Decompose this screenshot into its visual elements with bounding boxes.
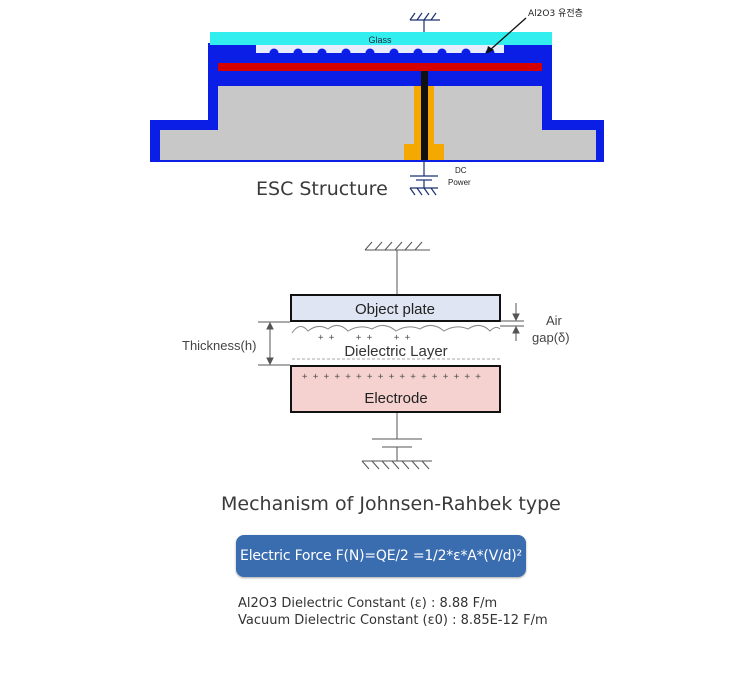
electrode-label: Electrode xyxy=(364,390,427,407)
chuck-base xyxy=(160,86,596,160)
air-gap-dimension xyxy=(500,303,524,341)
power-label: Power xyxy=(448,178,471,187)
al2o3-dielectric-constant: Al2O3 Dielectric Constant (ε) : 8.88 F/m xyxy=(238,596,498,611)
formula-text: Electric Force F(N)=QE/2 =1/2*ε*A*(V/d)² xyxy=(240,548,522,564)
dielectric-bumps xyxy=(269,48,495,58)
dielectric-layer-bar xyxy=(256,45,504,53)
pointer-arrowhead xyxy=(486,46,494,54)
dielectric-pointer xyxy=(489,17,527,51)
glass-plate xyxy=(210,32,552,45)
thickness-dimension xyxy=(258,321,290,366)
electric-force-formula: Electric Force F(N)=QE/2 =1/2*ε*A*(V/d)² xyxy=(236,535,526,577)
dielectric-wavy-surface xyxy=(291,325,501,334)
jr-mechanism-diagram: Object plate + + + + + + Dielectric Laye… xyxy=(182,241,570,470)
jr-bottom-ground xyxy=(361,413,432,470)
esc-structure-diagram: Glass Al2O3 유전층 DC Power xyxy=(150,8,604,196)
jr-top-ground xyxy=(364,241,430,295)
glass-label: Glass xyxy=(368,35,392,45)
vacuum-dielectric-constant: Vacuum Dielectric Constant (ε0) : 8.85E-… xyxy=(238,613,548,628)
jr-electrode xyxy=(290,365,501,413)
air-label: Air xyxy=(546,313,563,328)
object-plate-label: Object plate xyxy=(355,301,435,318)
electrode-plus-charges: + + + + + + + + + + + + + + + + + xyxy=(302,372,481,382)
thickness-label: Thickness(h) xyxy=(182,338,256,353)
object-plate xyxy=(290,294,501,322)
esc-structure-caption: ESC Structure xyxy=(256,178,388,200)
dielectric-layer-label: Dielectric Layer xyxy=(344,343,447,360)
gap-label: gap(δ) xyxy=(532,330,570,345)
feed-rod xyxy=(421,71,428,160)
dc-source-symbol xyxy=(409,175,438,196)
top-ground-symbol xyxy=(409,12,440,33)
jr-mechanism-caption: Mechanism of Johnsen-Rahbek type xyxy=(221,493,561,515)
dc-label: DC xyxy=(455,166,467,175)
dielectric-plus-charges: + + + + + + xyxy=(318,333,411,343)
dielectric-label: Al2O3 유전층 xyxy=(528,8,583,19)
esc-electrode xyxy=(218,63,542,71)
